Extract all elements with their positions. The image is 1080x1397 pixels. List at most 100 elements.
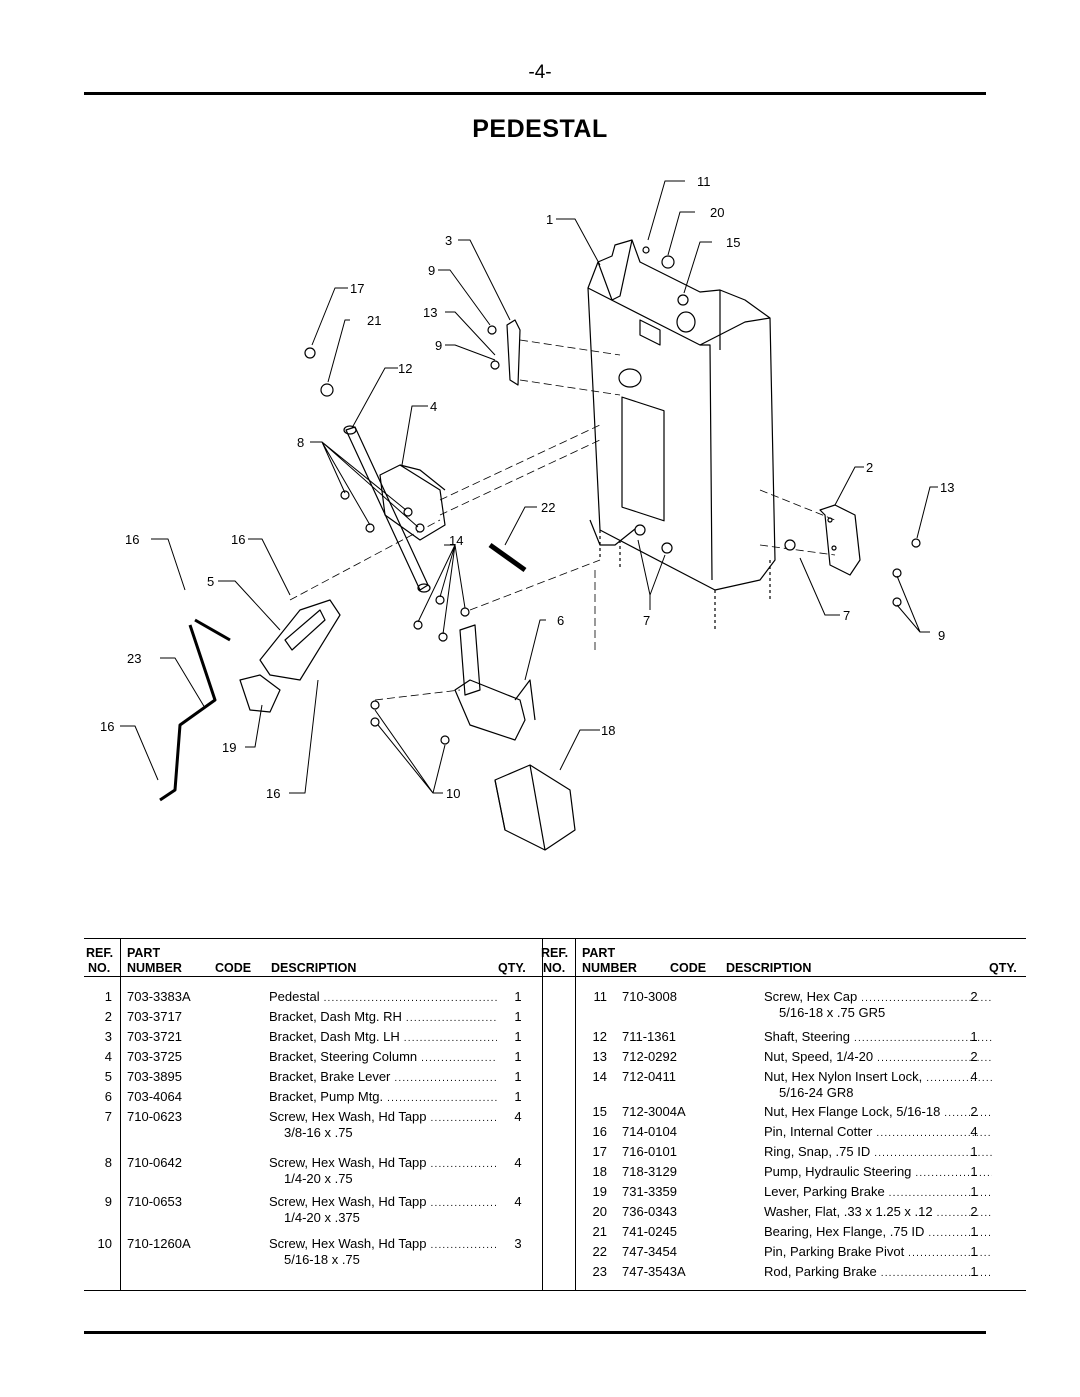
page-number: -4- (528, 62, 552, 83)
part-number: 703-4064 (127, 1089, 182, 1104)
header-ref: REF. (86, 946, 114, 960)
ref-number: 23 (592, 1264, 607, 1279)
ref-number: 5 (104, 1069, 112, 1084)
part-description: Screw, Hex Wash, Hd Tapp ...............… (269, 1155, 497, 1172)
quantity: 4 (970, 1124, 978, 1139)
quantity: 1 (514, 989, 522, 1004)
dot-leader: ........................................… (430, 1198, 497, 1209)
part-number: 703-3725 (127, 1049, 182, 1064)
quantity: 3 (514, 1236, 522, 1251)
dot-leader: ........................................… (430, 1113, 497, 1124)
ref-number: 9 (104, 1194, 112, 1209)
dot-leader: ........................................… (421, 1053, 497, 1064)
part-description-size: 1/4-20 x .375 (284, 1210, 360, 1225)
header-description: DESCRIPTION (271, 961, 357, 975)
part-description-text: Ring, Snap, .75 ID (764, 1144, 871, 1159)
table-column-divider (575, 939, 576, 1290)
callout-label: 15 (726, 235, 740, 250)
dot-leader: ........................................… (877, 1053, 992, 1064)
callout-label: 1 (546, 212, 553, 227)
part-description: Screw, Hex Cap .........................… (764, 989, 992, 1006)
callout-label: 21 (367, 313, 381, 328)
part-description: Washer, Flat, .33 x 1.25 x .12 .........… (764, 1204, 992, 1221)
header-number: NUMBER (127, 961, 182, 975)
part-number: 710-0623 (127, 1109, 182, 1124)
ref-number: 22 (592, 1244, 607, 1259)
part-description-text: Rod, Parking Brake (764, 1264, 877, 1279)
part-description-text: Bracket, Dash Mtg. LH (269, 1029, 400, 1044)
parking-brake-lever-part (239, 674, 281, 713)
part-description: Pin, Parking Brake Pivot ...............… (764, 1244, 992, 1261)
exploded-parts-diagram: 11 20 1 15 3 9 17 13 21 9 12 4 8 2 13 22… (100, 174, 954, 851)
part-description: Screw, Hex Wash, Hd Tapp ...............… (269, 1109, 497, 1126)
part-description-text: Bearing, Hex Flange, .75 ID (764, 1224, 925, 1239)
callout-label: 11 (697, 174, 711, 189)
part-number: 712-0292 (622, 1049, 677, 1064)
callout-labels: 11 20 1 15 3 9 17 13 21 9 12 4 8 2 13 22… (100, 174, 954, 801)
part-description: Bracket, Dash Mtg. LH ..................… (269, 1029, 497, 1046)
ref-number: 14 (592, 1069, 607, 1084)
part-description-size: 5/16-24 GR8 (779, 1085, 854, 1100)
part-description-text: Nut, Speed, 1/4-20 (764, 1049, 874, 1064)
quantity: 1 (514, 1009, 522, 1024)
header-part: PART (582, 946, 616, 960)
quantity: 2 (970, 1049, 978, 1064)
part-description: Nut, Speed, 1/4-20 .....................… (764, 1049, 992, 1066)
part-description: Ring, Snap, .75 ID .....................… (764, 1144, 992, 1161)
part-description-text: Bracket, Pump Mtg. (269, 1089, 384, 1104)
part-description: Rod, Parking Brake .....................… (764, 1264, 992, 1281)
dot-leader: ........................................… (861, 993, 992, 1004)
ref-number: 18 (592, 1164, 607, 1179)
part-description-size: 3/8-16 x .75 (284, 1125, 353, 1140)
callout-label: 19 (222, 740, 236, 755)
part-number: 712-0411 (622, 1069, 676, 1084)
part-number: 712-3004A (622, 1104, 686, 1119)
ref-number: 4 (104, 1049, 112, 1064)
callout-label: 4 (430, 399, 437, 414)
quantity: 1 (970, 1264, 978, 1279)
ref-number: 1 (104, 989, 112, 1004)
table-column-divider (120, 939, 121, 1290)
part-description-size: 1/4-20 x .75 (284, 1171, 353, 1186)
quantity: 2 (970, 989, 978, 1004)
dot-leader: ........................................… (387, 1093, 497, 1104)
callout-label: 16 (266, 786, 280, 801)
callout-label: 16 (100, 719, 114, 734)
ref-number: 8 (104, 1155, 112, 1170)
header-number: NUMBER (582, 961, 637, 975)
dot-leader: ........................................… (874, 1148, 992, 1159)
dot-leader: ........................................… (936, 1208, 992, 1219)
quantity: 1 (514, 1029, 522, 1044)
part-description-text: Screw, Hex Wash, Hd Tapp (269, 1236, 427, 1251)
part-number: 747-3543A (622, 1264, 686, 1279)
dot-leader: ........................................… (430, 1159, 497, 1170)
part-description-text: Pin, Parking Brake Pivot (764, 1244, 905, 1259)
quantity: 2 (970, 1204, 978, 1219)
ref-number: 11 (593, 989, 608, 1004)
dot-leader: ........................................… (403, 1033, 497, 1044)
ref-number: 17 (592, 1144, 607, 1159)
ref-number: 19 (592, 1184, 607, 1199)
part-number: 736-0343 (622, 1204, 677, 1219)
callout-label: 22 (541, 500, 555, 515)
callout-label: 3 (445, 233, 452, 248)
callout-label: 18 (601, 723, 615, 738)
pedestal-part (587, 239, 776, 630)
callout-label: 9 (938, 628, 945, 643)
table-column-divider (542, 939, 543, 1290)
callout-label: 8 (297, 435, 304, 450)
part-description-size: 5/16-18 x .75 (284, 1252, 360, 1267)
part-description-text: Pump, Hydraulic Steering (764, 1164, 912, 1179)
part-description: Bracket, Pump Mtg. .....................… (269, 1089, 497, 1106)
dot-leader: ........................................… (394, 1073, 497, 1084)
part-description-text: Washer, Flat, .33 x 1.25 x .12 (764, 1204, 933, 1219)
quantity: 4 (514, 1109, 522, 1124)
header-code: CODE (670, 961, 707, 975)
callout-label: 9 (428, 263, 435, 278)
part-description: Bracket, Brake Lever ...................… (269, 1069, 497, 1086)
part-number: 716-0101 (622, 1144, 677, 1159)
part-number: 710-1260A (127, 1236, 191, 1251)
part-description-text: Nut, Hex Flange Lock, 5/16-18 (764, 1104, 941, 1119)
dot-leader: ........................................… (928, 1228, 992, 1239)
